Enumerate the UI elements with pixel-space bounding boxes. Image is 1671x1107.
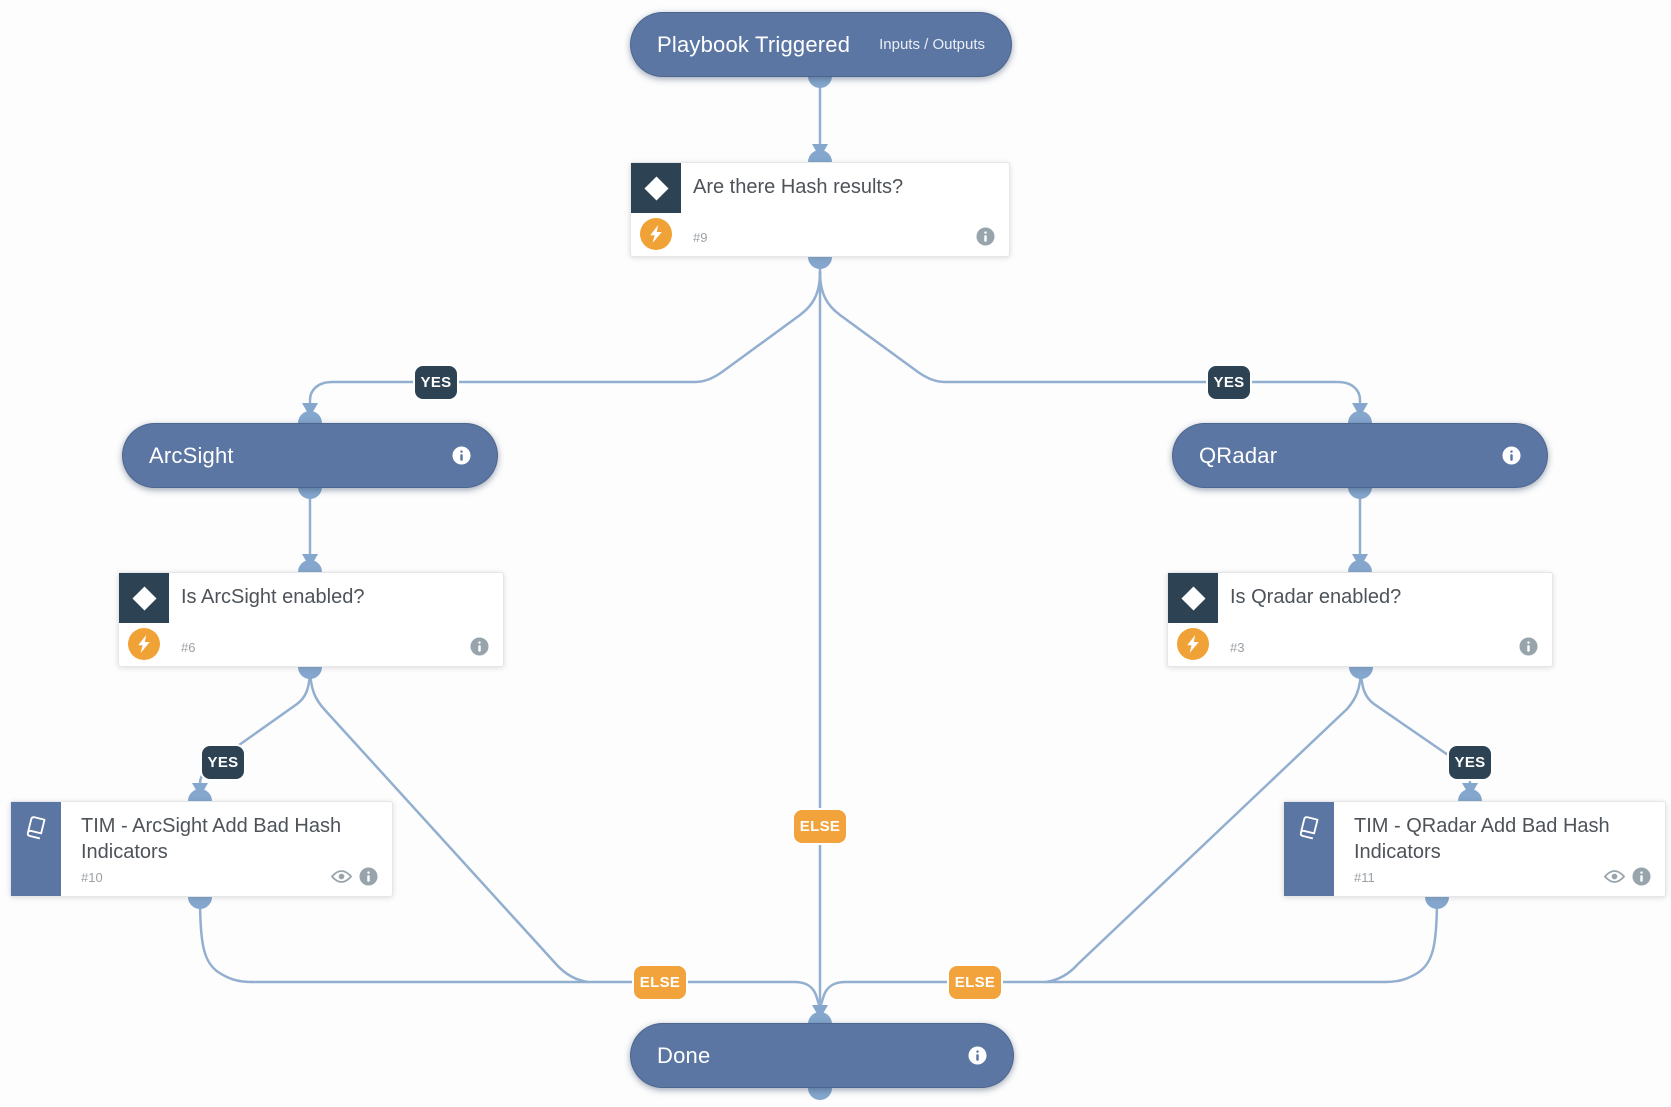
node-title: Is ArcSight enabled? [181, 586, 365, 608]
condition-icon [1168, 573, 1218, 623]
node-title: TIM - ArcSight Add Bad Hash Indicators [81, 815, 342, 863]
task-number: #11 [1354, 870, 1375, 885]
node-title: Are there Hash results? [693, 176, 904, 198]
task-number: #10 [81, 870, 103, 885]
info-icon[interactable] [968, 1046, 987, 1065]
automation-bolt-icon [640, 218, 672, 250]
subplaybook-strip [1284, 802, 1334, 896]
node-is-qradar-enabled[interactable]: Is Qradar enabled? #3 [1167, 572, 1553, 667]
task-number: #9 [693, 230, 708, 245]
node-tim-arcsight-add-bad-hash[interactable]: TIM - ArcSight Add Bad Hash Indicators #… [10, 801, 393, 897]
condition-icon [631, 163, 681, 213]
info-icon[interactable] [359, 867, 378, 886]
node-title: Playbook Triggered [657, 31, 851, 57]
branch-label-yes-tim-qradar: YES [1447, 744, 1493, 781]
branch-label-yes-arcsight: YES [413, 364, 459, 401]
book-icon [26, 816, 46, 840]
node-tim-qradar-add-bad-hash[interactable]: TIM - QRadar Add Bad Hash Indicators #11 [1283, 801, 1666, 897]
node-title: Done [657, 1042, 711, 1068]
node-qradar-section[interactable]: QRadar [1172, 423, 1548, 488]
task-number: #3 [1230, 640, 1245, 655]
diamond-icon [1180, 585, 1206, 611]
info-icon[interactable] [452, 446, 471, 465]
branch-label-else-qradar: ELSE [947, 964, 1003, 1001]
diamond-icon [131, 585, 157, 611]
node-arcsight-section[interactable]: ArcSight [122, 423, 498, 488]
info-icon[interactable] [1519, 637, 1538, 656]
node-done[interactable]: Done [630, 1023, 1014, 1088]
condition-icon [119, 573, 169, 623]
preview-eye-icon[interactable] [1604, 869, 1625, 884]
node-title: Is Qradar enabled? [1230, 586, 1402, 608]
branch-label-yes-qradar: YES [1206, 364, 1252, 401]
node-title: QRadar [1199, 442, 1278, 468]
node-are-there-hash-results[interactable]: Are there Hash results? #9 [630, 162, 1010, 257]
branch-label-yes-tim-arcsight: YES [200, 744, 246, 781]
preview-eye-icon[interactable] [331, 869, 352, 884]
info-icon[interactable] [1502, 446, 1521, 465]
info-icon[interactable] [470, 637, 489, 656]
node-is-arcsight-enabled[interactable]: Is ArcSight enabled? #6 [118, 572, 504, 667]
info-icon[interactable] [976, 227, 995, 246]
diamond-icon [643, 175, 669, 201]
node-playbook-triggered[interactable]: Playbook Triggered Inputs / Outputs [630, 12, 1012, 77]
inputs-outputs-link[interactable]: Inputs / Outputs [879, 36, 985, 53]
book-icon [1299, 816, 1319, 840]
automation-bolt-icon [128, 628, 160, 660]
branch-label-else-arcsight: ELSE [632, 964, 688, 1001]
task-number: #6 [181, 640, 196, 655]
subplaybook-strip [11, 802, 61, 896]
node-title: ArcSight [149, 442, 234, 468]
node-title: TIM - QRadar Add Bad Hash Indicators [1354, 815, 1610, 863]
info-icon[interactable] [1632, 867, 1651, 886]
branch-label-else-hash: ELSE [792, 808, 848, 845]
automation-bolt-icon [1177, 628, 1209, 660]
